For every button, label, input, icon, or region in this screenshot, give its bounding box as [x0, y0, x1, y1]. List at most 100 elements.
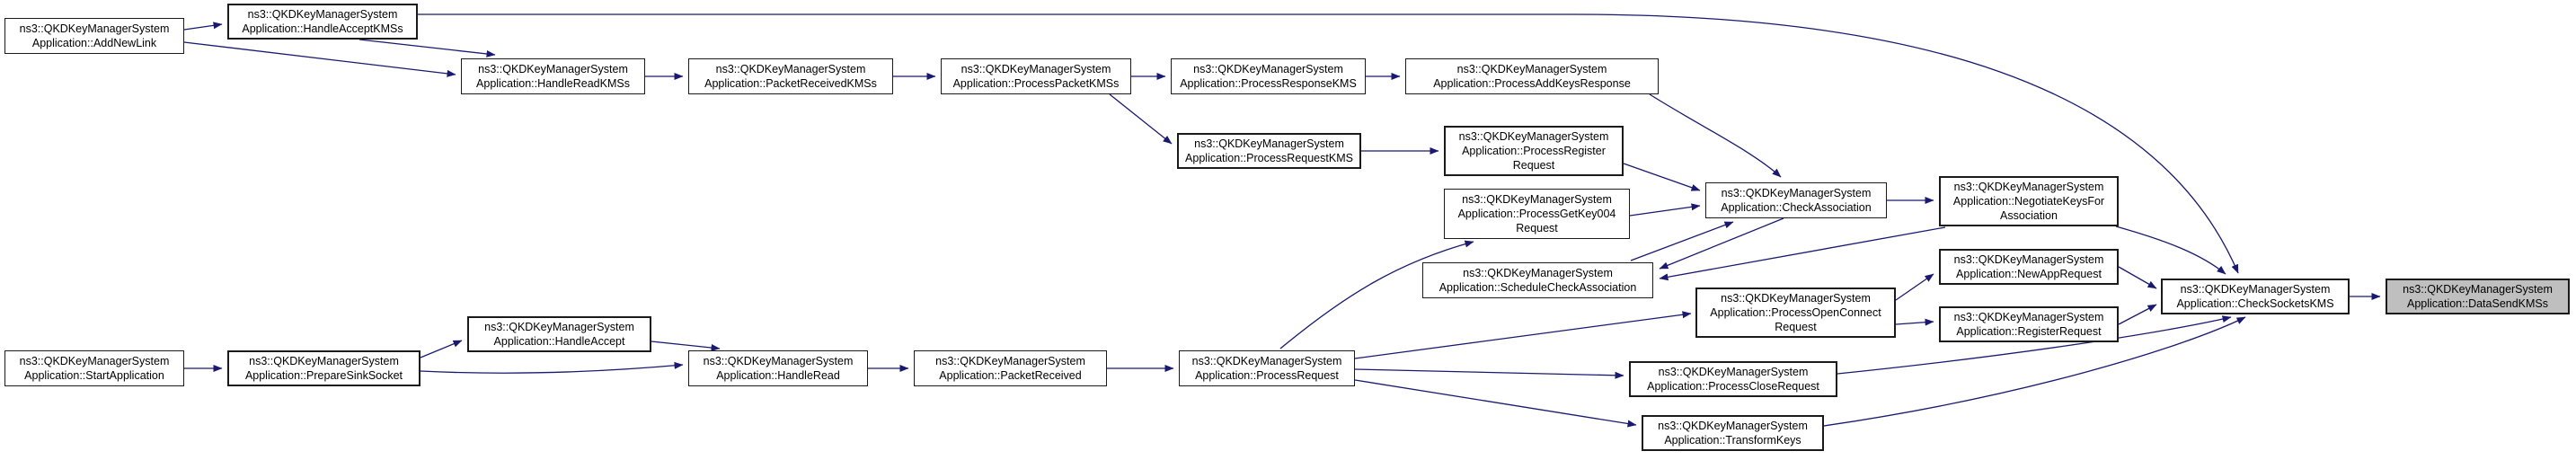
edge-process-get-key004-request--check-association — [1629, 203, 1701, 217]
node-label-line: Application::TransformKeys — [1664, 434, 1801, 447]
node-label-line: Application::ProcessRequestKMS — [1185, 152, 1353, 164]
node-label-line: Application::ProcessResponseKMS — [1180, 77, 1357, 90]
edge-process-register-request--check-association — [1623, 163, 1701, 191]
node-label-line: Application::ProcessGetKey004 — [1457, 208, 1616, 220]
node-label-line: Application::ScheduleCheckAssociation — [1438, 281, 1637, 294]
edge-process-request--process-get-key004-request — [1279, 240, 1474, 349]
node-label-line: Application::HandleAccept — [493, 335, 625, 348]
node-label-line: ns3::QKDKeyManagerSystem — [715, 63, 866, 75]
edge-process-open-connect-request--new-app-request — [1895, 273, 1934, 301]
node-label-line: ns3::QKDKeyManagerSystem — [1191, 355, 1342, 367]
node-label-line: Application::CheckAssociation — [1721, 201, 1872, 214]
edge-negotiate-keys-for-association--check-sockets-kms — [2115, 226, 2226, 275]
node-label-line: Application::RegisterRequest — [1956, 325, 2102, 338]
node-label-line: ns3::QKDKeyManagerSystem — [1456, 63, 1607, 75]
node-label-line: ns3::QKDKeyManagerSystem — [247, 8, 398, 21]
node-label-line: ns3::QKDKeyManagerSystem — [2403, 283, 2553, 296]
node-label-line: ns3::QKDKeyManagerSystem — [1193, 63, 1343, 75]
node-label-line: ns3::QKDKeyManagerSystem — [484, 321, 634, 333]
edge-handle-accept-kmss--check-sockets-kms — [418, 13, 2239, 274]
node-label-line: ns3::QKDKeyManagerSystem — [1953, 181, 2104, 193]
node-label-line: ns3::QKDKeyManagerSystem — [1658, 420, 1808, 432]
edge-process-packet-kmss--process-request-kms — [1109, 93, 1173, 145]
node-label-line: Application::HandleAcceptKMSs — [242, 22, 403, 35]
edge-transform-keys--check-sockets-kms — [1823, 316, 2246, 427]
edge-process-add-keys-response--check-association — [1649, 93, 1782, 178]
edge-process-request--process-open-connect-request — [1354, 311, 1692, 359]
node-label-line: Application::HandleReadKMSs — [476, 77, 630, 90]
node-label-line: Request — [1775, 321, 1817, 333]
edge-add-new-link--handle-accept-kmss — [183, 22, 223, 31]
node-label-line: ns3::QKDKeyManagerSystem — [703, 355, 854, 367]
node-label-line: ns3::QKDKeyManagerSystem — [1458, 130, 1609, 143]
node-label-line: Association — [2000, 209, 2058, 222]
node-label-line: ns3::QKDKeyManagerSystem — [478, 63, 628, 75]
edge-handle-accept--handle-read — [651, 341, 721, 351]
node-label-line: ns3::QKDKeyManagerSystem — [1721, 187, 1872, 199]
node-label-line: ns3::QKDKeyManagerSystem — [1462, 193, 1612, 206]
node-label-line: Application::CheckSocketsKMS — [2176, 297, 2334, 310]
node-label-line: Application::NewAppRequest — [1956, 268, 2102, 280]
node-label-line: Application::StartApplication — [24, 369, 164, 382]
node-label-line: ns3::QKDKeyManagerSystem — [249, 355, 399, 367]
node-label-line: Application::ProcessCloseRequest — [1647, 380, 1819, 393]
node-label-line: ns3::QKDKeyManagerSystem — [1721, 292, 1871, 305]
node-label-line: Request — [1516, 222, 1558, 234]
edge-add-new-link--handle-read-kmss — [183, 41, 456, 77]
node-label-line: ns3::QKDKeyManagerSystem — [2180, 283, 2331, 296]
edge-handle-accept-kmss--handle-read-kmss — [359, 39, 496, 58]
node-label-line: Request — [1512, 159, 1555, 172]
edge-process-open-connect-request--register-request — [1895, 318, 1934, 326]
edge-schedule-check-association--check-association — [1630, 221, 1734, 261]
node-label-line: Application::ProcessPacketKMSs — [952, 77, 1120, 90]
edge-process-request--process-close-request — [1354, 368, 1624, 379]
node-label-line: ns3::QKDKeyManagerSystem — [1463, 267, 1613, 279]
node-label-line: Application::PacketReceivedKMSs — [704, 77, 877, 90]
edge-prepare-sink-socket--handle-accept — [420, 340, 463, 358]
node-label-line: ns3::QKDKeyManagerSystem — [1194, 137, 1344, 150]
edge-prepare-sink-socket--handle-read — [420, 361, 684, 374]
edge-process-close-request--check-sockets-kms — [1837, 315, 2232, 375]
edge-new-app-request--check-sockets-kms — [2118, 266, 2157, 289]
node-label-line: ns3::QKDKeyManagerSystem — [19, 22, 170, 35]
node-label-line: ns3::QKDKeyManagerSystem — [19, 355, 170, 367]
node-label-line: ns3::QKDKeyManagerSystem — [935, 355, 1085, 367]
node-label-line: Application::HandleRead — [716, 369, 840, 382]
node-label-line: Application::PacketReceived — [939, 369, 1082, 382]
edge-process-request--transform-keys — [1354, 379, 1637, 428]
node-label-line: ns3::QKDKeyManagerSystem — [1658, 366, 1809, 378]
node-label-line: ns3::QKDKeyManagerSystem — [1953, 311, 2104, 323]
node-label-line: Application::ProcessOpenConnect — [1710, 306, 1881, 319]
node-label-line: Application::ProcessAddKeysResponse — [1433, 77, 1631, 90]
node-label-line: Application::ProcessRequest — [1195, 369, 1339, 382]
node-label-line: Application::DataSendKMSs — [2406, 297, 2549, 310]
node-label-line: Application::NegotiateKeysFor — [1952, 195, 2105, 208]
